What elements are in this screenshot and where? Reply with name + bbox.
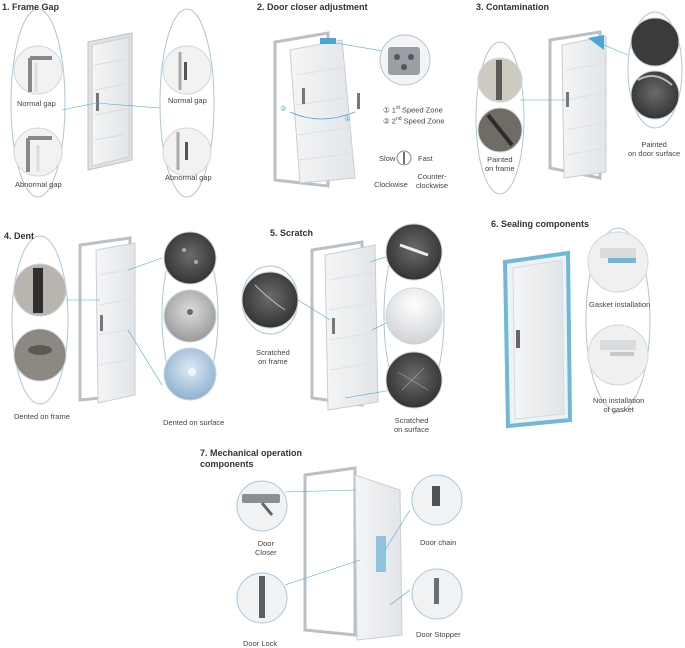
speed-zone-2-label: ② 2nd Speed Zone	[383, 115, 445, 126]
speed-zone-1-label: ① 1st Speed Zone	[383, 104, 443, 115]
sealing-title: 6. Sealing components	[491, 219, 590, 229]
speed-zone-2-suffix: Speed Zone	[401, 116, 445, 126]
scratch-section	[241, 223, 445, 411]
contamination-section	[475, 11, 683, 195]
dented-surface-inset-2	[163, 289, 217, 343]
scratched-frame-label: Scratched on frame	[256, 348, 290, 366]
normal-gap-left-label: Normal gap	[17, 99, 56, 108]
counter-clockwise-label: Counter- clockwise	[416, 172, 449, 190]
slow-label: Slow	[379, 154, 396, 163]
abnormal-gap-right-label: Abnormal gap	[165, 173, 212, 182]
dented-frame-label: Dented on frame	[14, 412, 70, 421]
gasket-installed-label: Gasket installation	[589, 300, 651, 309]
scratched-surface-inset-2	[385, 287, 443, 345]
abnormal-gap-left-label: Abnormal gap	[15, 180, 62, 189]
contamination-title: 3. Contamination	[476, 2, 550, 12]
scratched-surface-inset-1	[385, 223, 443, 281]
frame-gap-title: 1. Frame Gap	[2, 2, 60, 12]
frame-gap-door	[87, 32, 133, 171]
door-closer-inset	[236, 480, 288, 532]
frame-gap-left-ring	[10, 8, 66, 198]
door-closer-door	[273, 31, 360, 188]
closer-marker-1: ①	[344, 114, 351, 123]
scratched-frame-inset	[241, 271, 299, 329]
dent-title: 4. Dent	[4, 231, 35, 241]
scratched-surface-inset-3	[385, 351, 443, 409]
scratched-surface-label: Scratched on surface	[394, 416, 430, 434]
speed-zone-2-sup: nd	[395, 116, 402, 122]
frame-gap-section	[10, 8, 215, 198]
contamination-door	[548, 30, 607, 180]
sealing-right-ring	[585, 227, 651, 413]
speed-zone-1-sup: st	[395, 105, 400, 111]
speed-zone-1-prefix: ① 1	[383, 105, 396, 115]
dent-door	[78, 236, 136, 404]
painted-frame-label: Painted on frame	[485, 155, 515, 173]
normal-gap-left-inset	[13, 45, 63, 95]
painted-surface-inset-2	[630, 70, 680, 120]
dented-surface-label: Dented on surface	[163, 418, 225, 427]
contamination-left-ring	[475, 41, 525, 195]
door-stopper-label: Door Stopper	[416, 630, 461, 639]
door-closer-title: 2. Door closer adjustment	[257, 2, 368, 12]
speed-zone-1-suffix: Speed Zone	[399, 105, 443, 115]
scratch-title: 5. Scratch	[270, 228, 314, 238]
clockwise-label: Clockwise	[374, 180, 408, 189]
dent-section	[11, 231, 219, 405]
door-chain-label: Door chain	[420, 538, 457, 547]
door-closer-section	[273, 31, 431, 188]
door-closer-label: Door Closer	[255, 539, 277, 557]
door-lock-label: Door Lock	[243, 639, 278, 648]
closer-marker-2: ②	[280, 104, 287, 113]
dented-surface-inset-1	[163, 231, 217, 285]
sealing-door	[502, 250, 573, 429]
speed-zone-2-prefix: ② 2	[383, 116, 396, 126]
normal-gap-right-label: Normal gap	[168, 96, 207, 105]
painted-surface-label: Painted on door surface	[628, 140, 681, 158]
fast-label: Fast	[418, 154, 433, 163]
contamination-right-ring	[627, 11, 683, 129]
mechanical-title: 7. Mechanical operation components	[200, 448, 303, 469]
mechanical-section	[236, 466, 463, 641]
scratch-door	[310, 240, 379, 411]
frame-gap-right-ring	[159, 8, 215, 198]
painted-surface-inset-1	[630, 17, 680, 67]
gasket-missing-label: Non installation of gasket	[593, 396, 645, 414]
mechanical-door	[303, 466, 403, 641]
dent-left-ring	[11, 235, 69, 405]
sealing-section	[502, 227, 651, 429]
